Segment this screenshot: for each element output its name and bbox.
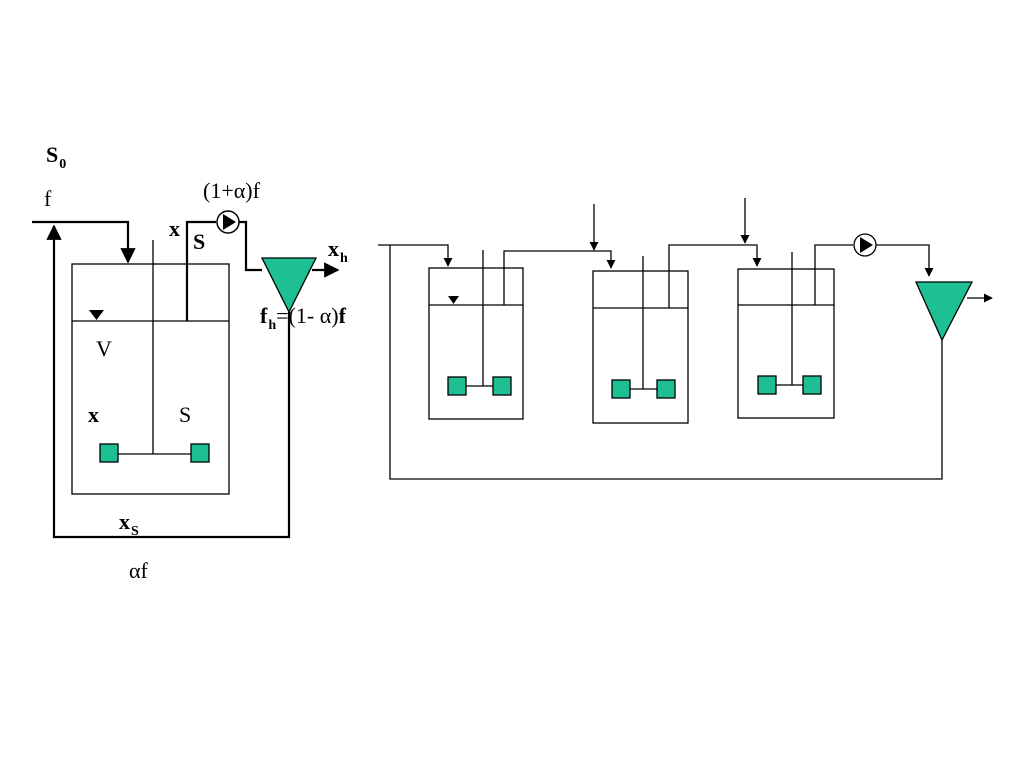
s0-sub: 0 — [59, 157, 67, 172]
stirrer-paddle — [802, 375, 822, 395]
volume-label: V — [96, 336, 112, 361]
recycle-total-label: (1+α)f — [203, 178, 260, 203]
cascade-tank-2 — [592, 270, 689, 424]
cascade-outlet — [814, 244, 853, 305]
purge-label: fh=(1- α)f — [260, 303, 346, 333]
settler-cone — [260, 257, 318, 314]
pump-to-settler-line — [239, 220, 262, 272]
tank-s-label: S — [179, 402, 192, 427]
recycle-line — [46, 224, 291, 539]
single-reactor-system — [32, 210, 340, 539]
xs-label: xS — [119, 509, 139, 539]
feed-line — [32, 220, 136, 264]
cascade-tank-3 — [737, 268, 835, 419]
tank-x-label: x — [88, 402, 99, 427]
xh-label: xh — [328, 236, 348, 266]
xh-main: x — [328, 236, 339, 261]
stirrer-paddle — [757, 375, 777, 395]
xh-sub: h — [340, 251, 348, 266]
stirrer-paddle — [656, 379, 676, 399]
recycle-ratio-label: αf — [129, 558, 148, 583]
purge-pre: (1- α) — [288, 303, 339, 328]
liquid-level-icon — [448, 296, 459, 304]
cascade-feed-line — [378, 244, 453, 267]
s0-label: S0 — [46, 142, 66, 172]
fh-sub: h — [268, 318, 277, 333]
pump-icon — [216, 210, 240, 234]
settler-cone — [914, 281, 974, 342]
stirrer-paddle — [492, 376, 512, 396]
cascade-tank-1 — [428, 267, 524, 420]
stirrer-paddle-right — [190, 443, 210, 463]
pipe-s-label: S — [193, 229, 206, 254]
cascade-recycle-line — [389, 245, 943, 480]
feed-flow-label: f — [44, 186, 52, 211]
liquid-level-icon — [89, 310, 104, 320]
pump-icon — [853, 233, 877, 257]
xs-sub: S — [131, 524, 139, 539]
fh-main: f — [260, 303, 268, 328]
fh-eq: = — [276, 303, 289, 328]
stirrer-paddle — [611, 379, 631, 399]
xs-main: x — [119, 509, 130, 534]
pump-to-settler-line — [876, 244, 934, 277]
reactor-cascade — [378, 198, 993, 480]
stirrer-paddle — [447, 376, 467, 396]
stirrer-paddle-left — [99, 443, 119, 463]
overflow-2-3 — [668, 244, 762, 308]
s0-main: S — [46, 142, 59, 167]
outlet-pipe — [185, 220, 216, 321]
overflow-1-2 — [503, 250, 616, 305]
reactor-vessel — [71, 263, 230, 495]
purge-f: f — [338, 303, 346, 328]
pipe-x-label: x — [169, 216, 180, 241]
